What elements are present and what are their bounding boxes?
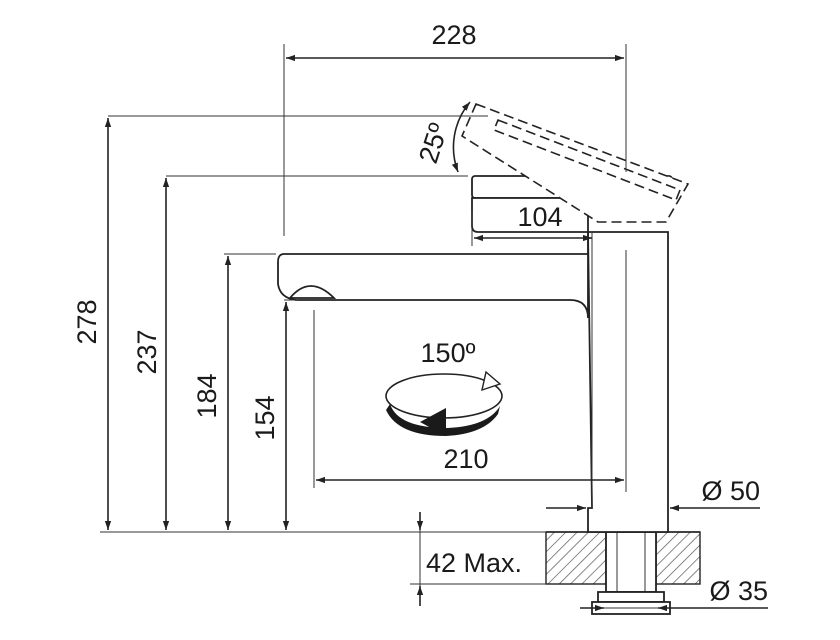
- rotation-icon: [385, 370, 503, 436]
- dim-35-label: Ø 35: [709, 576, 768, 606]
- extension-lines: [100, 44, 627, 600]
- dim-228-label: 228: [431, 20, 476, 50]
- handle-open: [460, 102, 690, 223]
- dim-150-label: 150º: [421, 338, 476, 368]
- countertop-left-hatch: [545, 531, 607, 585]
- dim-237-label: 237: [132, 329, 162, 374]
- dim-104-label: 104: [517, 202, 562, 232]
- dim-210-label: 210: [443, 444, 488, 474]
- dim-154-label: 154: [250, 395, 280, 440]
- dim-278-label: 278: [72, 299, 102, 344]
- dim-184-label: 184: [192, 373, 222, 418]
- countertop-right-hatch: [655, 531, 701, 585]
- dim-42-max-label: 42 Max.: [426, 548, 522, 578]
- spout: [277, 232, 589, 319]
- dim-25-angle-label: 25º: [413, 119, 454, 166]
- dimension-lines: [104, 54, 768, 612]
- countertop: [545, 531, 701, 585]
- faucet-body: [587, 231, 669, 533]
- dim-50-label: Ø 50: [701, 476, 760, 506]
